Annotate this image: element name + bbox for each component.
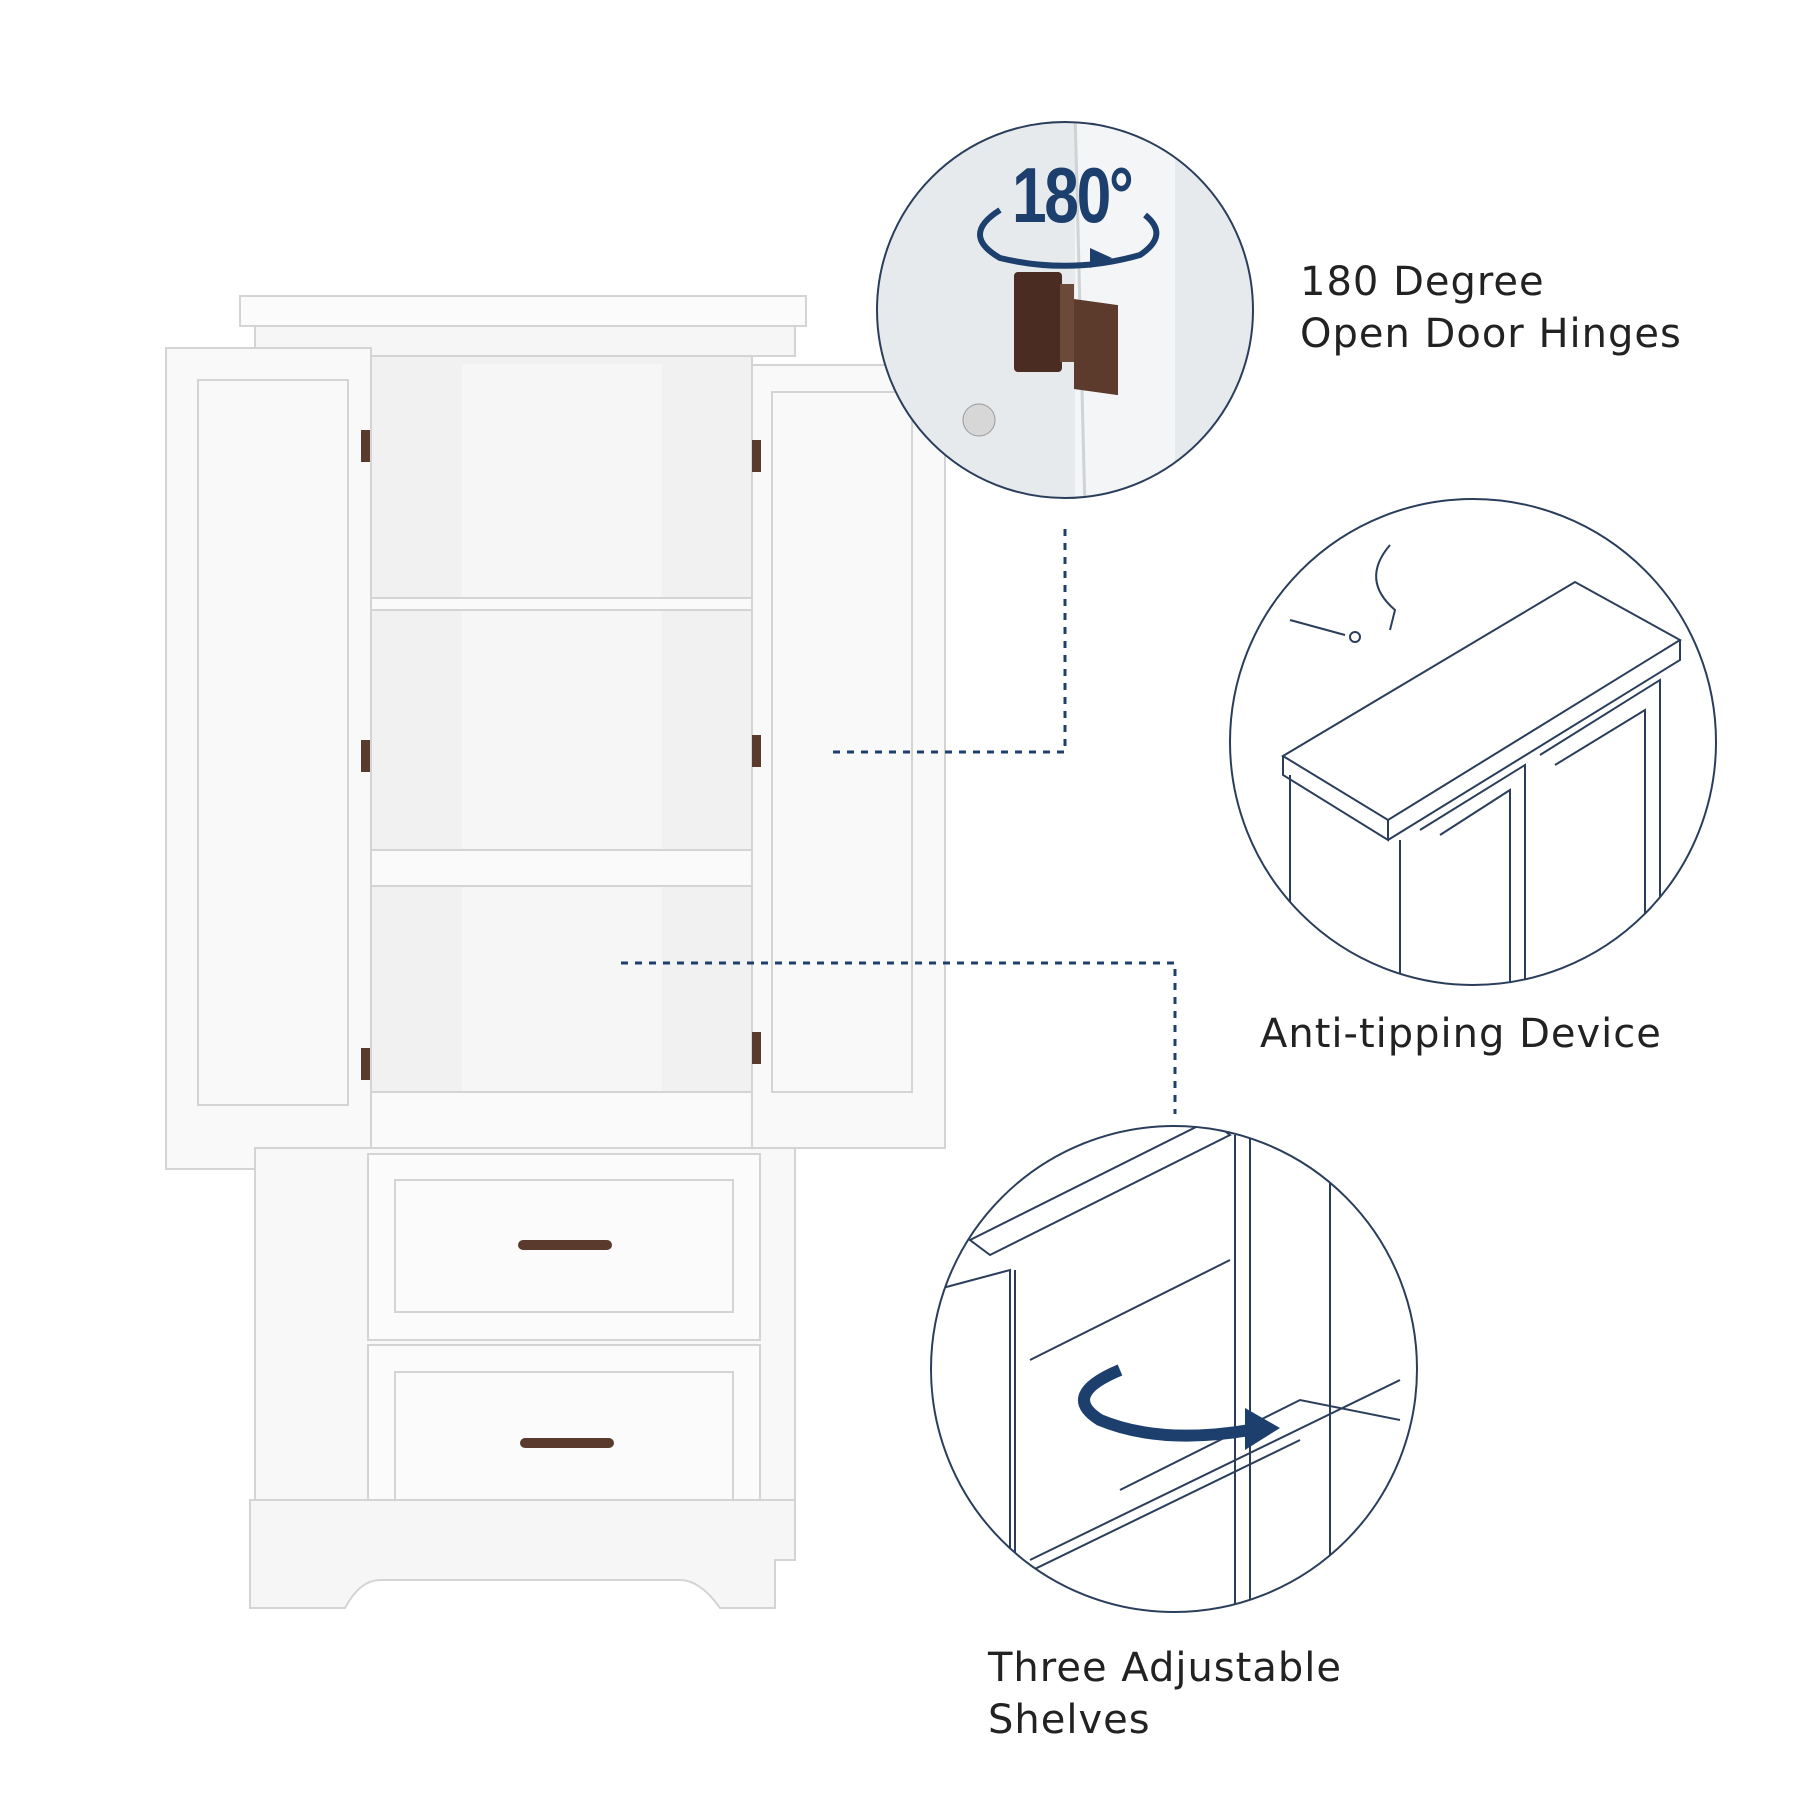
rotation-badge: 180° — [1012, 151, 1134, 239]
feature-hinges-label: 180 Degree Open Door Hinges — [1300, 256, 1682, 360]
left-door — [165, 347, 372, 1170]
feature-title-line: Anti-tipping Device — [1260, 1011, 1662, 1057]
shelf-circle-frame — [930, 1125, 1418, 1613]
cabinet — [165, 295, 946, 1609]
cabinet-crown — [239, 295, 807, 327]
callout-lines — [621, 525, 1177, 1114]
anti-tip-illustration — [1281, 544, 1682, 985]
cabinet-floor — [370, 1091, 753, 1149]
shelf — [370, 597, 753, 611]
feature-title-line: 180 Degree — [1300, 259, 1545, 305]
right-door — [751, 364, 946, 1149]
feature-title-line: Open Door Hinges — [1300, 311, 1682, 357]
rotation-arrow-icon — [977, 207, 1160, 269]
feature-shelves-label: Three Adjustable Shelves — [988, 1642, 1342, 1746]
shelf-move-arrow-icon — [1078, 1364, 1251, 1442]
feature-title-line: Three Adjustable — [988, 1645, 1342, 1691]
anti-tip-circle-frame — [1229, 498, 1717, 986]
hinge-closeup-image — [877, 122, 1253, 498]
shelf-illustration — [931, 1126, 1401, 1612]
hinge-circle-frame — [876, 121, 1254, 499]
feature-anti-tip-label: Anti-tipping Device — [1260, 1008, 1662, 1060]
shelf — [370, 849, 753, 887]
feature-title-line: Shelves — [988, 1697, 1151, 1743]
hardware — [361, 430, 761, 1448]
